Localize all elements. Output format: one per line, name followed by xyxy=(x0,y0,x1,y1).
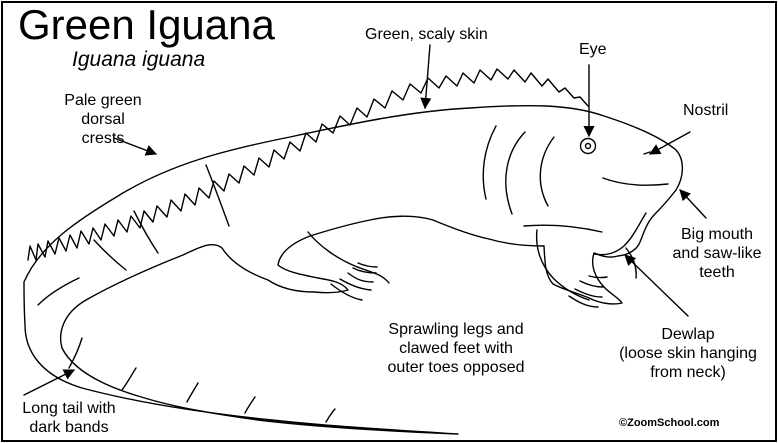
tail-band-2 xyxy=(122,368,136,390)
legs-line-2: clawed feet with xyxy=(367,339,545,358)
nostril-mark xyxy=(644,152,650,154)
eye-label: Eye xyxy=(579,40,607,59)
skin-arrow xyxy=(425,45,430,108)
eye-inner xyxy=(586,144,591,149)
tail-band-3 xyxy=(187,383,198,402)
tail-label: Long tail with dark bands xyxy=(9,399,129,437)
legs-line-1: Sprawling legs and xyxy=(367,320,545,339)
tail-line-1: Long tail with xyxy=(9,399,129,418)
head-fold-1 xyxy=(483,126,496,199)
mouth-line-3: teeth xyxy=(661,263,773,282)
hind-toe-4 xyxy=(589,276,607,278)
dewlap-line-1: Dewlap xyxy=(606,325,770,344)
eye-outer xyxy=(581,139,596,154)
crest-line-3: crests xyxy=(44,129,162,148)
nostril-arrow xyxy=(650,132,690,154)
dewlap-line-3: from neck) xyxy=(606,363,770,382)
head-fold-2 xyxy=(506,132,525,214)
dewlap-line-2: (loose skin hanging xyxy=(606,344,770,363)
front-leg xyxy=(308,232,389,283)
iguana-outline xyxy=(24,106,682,434)
tail-band-1 xyxy=(69,338,82,368)
front-toe-2 xyxy=(340,279,371,290)
legs-line-3: outer toes opposed xyxy=(367,358,545,377)
jaw-line xyxy=(603,178,668,185)
hind-leg xyxy=(537,230,589,300)
body-band-2 xyxy=(94,240,126,270)
head-fold-3 xyxy=(540,137,554,206)
diagram-title: Green Iguana xyxy=(18,4,275,46)
tail-band-4 xyxy=(245,397,255,413)
dewlap-skin xyxy=(594,213,646,255)
body-band-1 xyxy=(38,278,79,305)
diagram-subtitle: Iguana iguana xyxy=(72,48,205,72)
crest-line-2: dorsal xyxy=(44,110,162,129)
tail-band-5 xyxy=(326,409,335,422)
front-toe-5 xyxy=(358,263,377,267)
copyright-text: ©ZoomSchool.com xyxy=(619,417,719,429)
mouth-line-1: Big mouth xyxy=(661,225,773,244)
mouth-line-2: and saw-like xyxy=(661,244,773,263)
legs-label: Sprawling legs and clawed feet with oute… xyxy=(367,320,545,377)
skin-label: Green, scaly skin xyxy=(365,25,488,44)
crest-line-1: Pale green xyxy=(44,91,162,110)
mouth-label: Big mouth and saw-like teeth xyxy=(661,225,773,282)
dewlap-label: Dewlap (loose skin hanging from neck) xyxy=(606,325,770,382)
front-toe-3 xyxy=(348,273,373,282)
tail-line-2: dark bands xyxy=(9,418,129,437)
front-toe-4 xyxy=(353,268,376,273)
dorsal-crest-label: Pale green dorsal crests xyxy=(44,91,162,148)
nostril-label: Nostril xyxy=(683,101,728,120)
jaw-curve xyxy=(524,225,602,232)
mouth-arrow xyxy=(680,190,706,218)
